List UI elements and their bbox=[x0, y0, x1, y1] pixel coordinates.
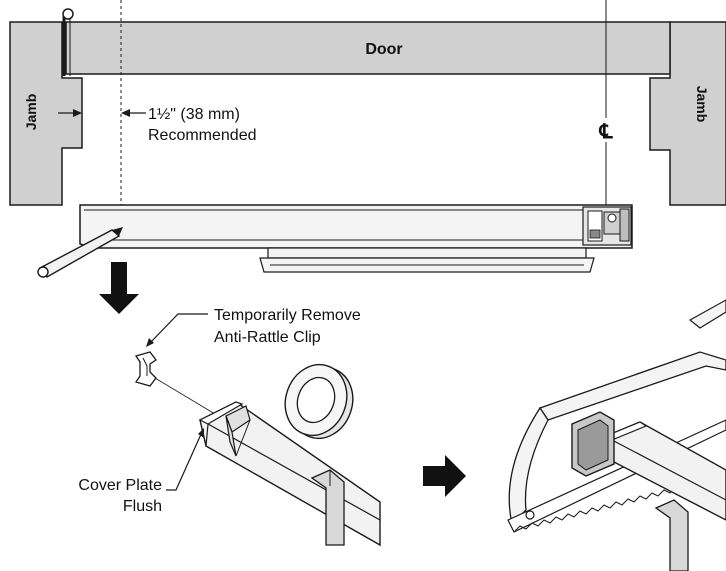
anti-rattle-label: Anti-Rattle Clip bbox=[214, 329, 321, 346]
hinge bbox=[62, 8, 74, 76]
exit-device-bar bbox=[79, 204, 633, 249]
exit-bar-perspective bbox=[198, 401, 381, 547]
dimension-arrows bbox=[58, 109, 146, 117]
door-label: Door bbox=[365, 41, 402, 58]
remove-clip-label: Temporarily Remove bbox=[214, 307, 361, 324]
cover-plate-callout-leader bbox=[166, 428, 204, 491]
right-jamb bbox=[649, 21, 726, 206]
door-panel bbox=[65, 21, 671, 75]
right-arrow-icon bbox=[423, 455, 466, 497]
clip-callout-leader bbox=[146, 313, 208, 347]
latch-mechanism bbox=[582, 206, 632, 246]
tape-roll-icon bbox=[284, 363, 354, 440]
centerline-symbol: ℄ bbox=[599, 121, 614, 143]
exit-bar-cut bbox=[571, 411, 726, 571]
jamb-left-label: Jamb bbox=[23, 94, 39, 131]
recommended-label: Recommended bbox=[148, 127, 257, 144]
flush-label: Flush bbox=[123, 498, 162, 515]
left-jamb bbox=[9, 21, 83, 206]
down-arrow-icon bbox=[99, 262, 139, 314]
push-pad bbox=[259, 247, 595, 273]
anti-rattle-clip-icon bbox=[134, 351, 157, 387]
pencil-icon bbox=[37, 227, 123, 278]
cover-plate-label: Cover Plate bbox=[78, 477, 162, 494]
jamb-right-label: Jamb bbox=[694, 86, 710, 123]
dimension-label: 1½" (38 mm) bbox=[148, 106, 240, 123]
